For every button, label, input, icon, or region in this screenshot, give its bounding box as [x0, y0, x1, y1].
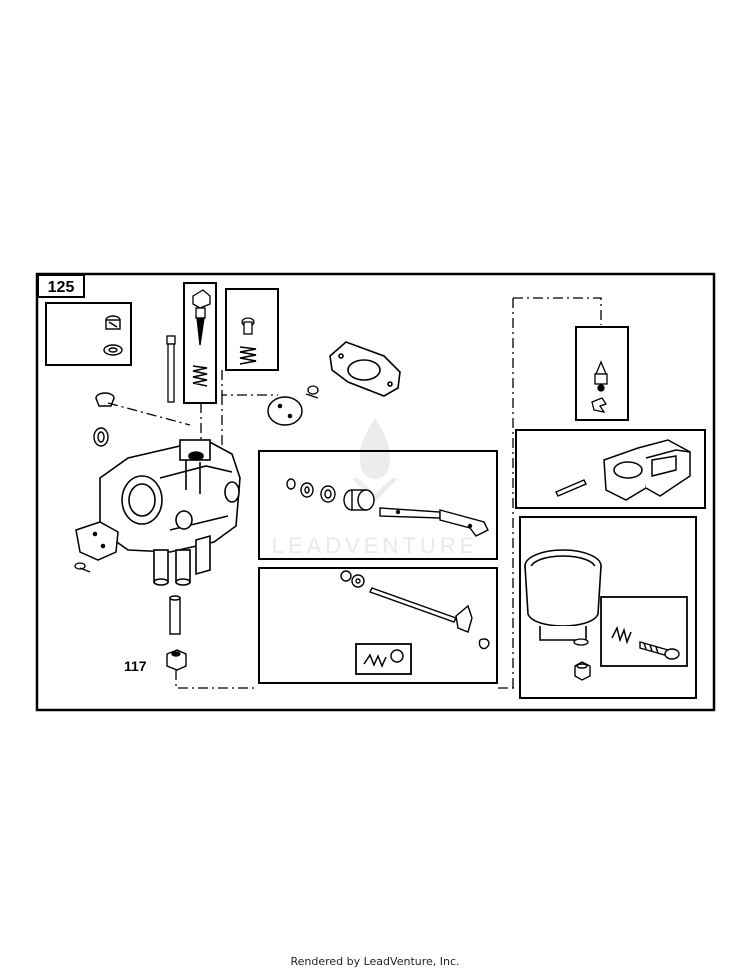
mixture-spring-icon — [611, 625, 632, 645]
float-needle-icon — [594, 360, 608, 392]
idle-spring-icon — [239, 346, 257, 365]
watermark-chevron-icon — [352, 478, 398, 502]
float-bowl-kit-box — [519, 516, 697, 699]
assembly-frame — [35, 272, 716, 712]
choke-ball-icon — [390, 649, 404, 663]
mixture-screw-kit-box — [600, 596, 688, 667]
carburetor-body — [99, 439, 241, 586]
choke-seal-icons — [340, 570, 365, 588]
main-jet-tube-icon — [169, 595, 181, 635]
float-pin-icon — [555, 479, 587, 497]
throttle-bushing-icon — [343, 489, 375, 511]
choke-spring-icon — [363, 653, 387, 668]
screw-washer-kit-box — [45, 302, 132, 366]
throttle-shaft-kit-box — [258, 450, 498, 560]
float-bowl-icon — [524, 549, 602, 641]
choke-shaft-icon — [369, 587, 473, 633]
emulsion-tube-icon — [166, 335, 176, 403]
watermark-flame-icon — [359, 418, 391, 479]
spring-icon — [192, 365, 208, 387]
o-ring-icon — [93, 427, 109, 447]
screw-icon — [105, 315, 121, 330]
leader-lines-left — [107, 370, 278, 450]
throttle-shaft-icon — [379, 507, 489, 537]
leader-lines-bottom — [175, 297, 602, 689]
small-screw-icon — [74, 562, 91, 573]
bowl-gasket-icon — [573, 638, 589, 646]
float-needle-kit-box — [575, 326, 629, 421]
assembly-number: 125 — [48, 279, 75, 296]
float-clip-icon — [591, 397, 608, 413]
footer-credit: Rendered by LeadVenture, Inc. — [290, 955, 460, 968]
float-icon — [603, 439, 691, 501]
choke-spring-kit-box — [355, 643, 412, 675]
needle-valve-kit-box — [183, 282, 217, 404]
intake-gasket-icon — [329, 341, 401, 397]
throttle-plate-icon — [267, 396, 303, 426]
idle-screw-icon — [241, 317, 255, 335]
screw-spring-kit-box — [225, 288, 279, 371]
assembly-label-box: 125 — [37, 274, 85, 298]
float-valve-seat-icon — [192, 289, 211, 346]
main-jet-icon — [166, 649, 187, 671]
watermark-text: LEADVENTURE — [272, 533, 479, 558]
choke-shaft-kit-box — [258, 567, 498, 684]
throttle-screw-icon — [305, 385, 319, 399]
mixture-screw-icon — [639, 641, 680, 660]
choke-plate-icon — [75, 521, 119, 561]
bowl-nut-icon — [574, 661, 591, 681]
throttle-seal-icons — [286, 478, 336, 503]
washer-icon — [103, 344, 123, 356]
float-kit-box — [515, 429, 706, 509]
choke-clip-icon — [478, 638, 490, 650]
watermark: LEADVENTURE — [272, 418, 479, 558]
part-callout-117: 117 — [124, 658, 147, 674]
